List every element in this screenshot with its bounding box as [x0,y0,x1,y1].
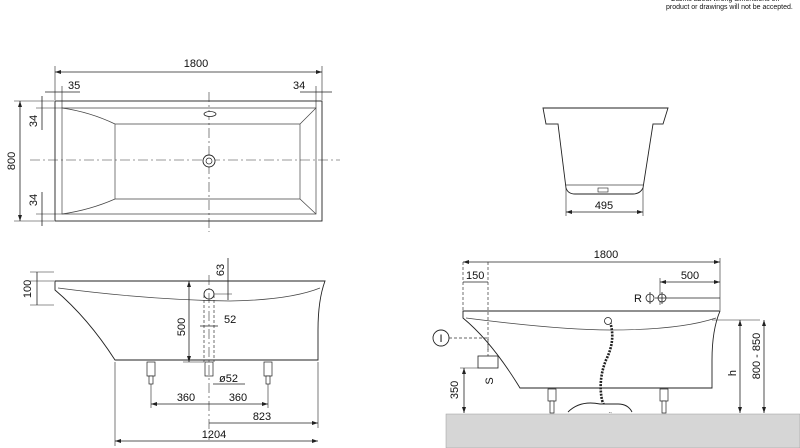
install-view: 1800 150 500 R I S 350 h [432,249,800,448]
end-view: 495 [542,107,669,216]
end-width-dim: 495 [595,200,613,212]
siphon-marker-label: S [484,377,496,384]
disclaimer-note: • Claims about wrong dimensions on produ… [666,0,793,11]
drain-icon [202,154,216,168]
side-view: 100 63 500 52 ø52 360 360 823 1 [22,258,326,446]
top-rim-right-dim: 34 [293,80,305,92]
siphon-trap [567,402,633,413]
top-rim-top-dim: 34 [28,115,40,127]
side-view-outline [54,280,326,361]
top-rim-left-dim: 35 [68,80,80,92]
top-view: 1800 35 34 800 34 34 [6,58,340,232]
side-feet [146,361,273,385]
top-width-dim: 800 [6,152,18,170]
overflow-icon [203,111,217,117]
install-height-label: h [727,370,739,376]
side-view-inner [57,287,321,302]
side-rim-dim: 63 [215,264,227,276]
siphon-box [477,355,499,369]
side-drain-offset-dim: 52 [224,314,236,326]
install-overflow-offset-dim: 500 [681,270,699,282]
install-left-offset-dim: 150 [466,270,484,282]
side-foot-left-dim: 360 [177,392,195,404]
end-view-outline [542,107,669,195]
install-height-range-dim: 800 - 850 [751,333,763,379]
top-view-outline [54,100,323,222]
side-foot-right-dim: 360 [229,392,247,404]
install-length-dim: 1800 [594,249,618,261]
side-half-length-dim: 823 [253,411,271,423]
top-length-dim: 1800 [184,58,208,70]
top-view-basin [61,107,317,215]
overflow-marker-label: R [634,293,642,305]
side-height-dim: 100 [22,280,34,298]
side-base-length-dim: 1204 [202,429,226,441]
side-drain-diameter-dim: ø52 [219,373,238,385]
inlet-marker-label: I [439,333,442,345]
floor [445,413,800,448]
side-drain-depth-dim: 500 [176,318,188,336]
install-tub-outline [462,310,721,389]
install-floor-height-dim: 350 [449,381,461,399]
top-rim-bottom-dim: 34 [28,194,40,206]
